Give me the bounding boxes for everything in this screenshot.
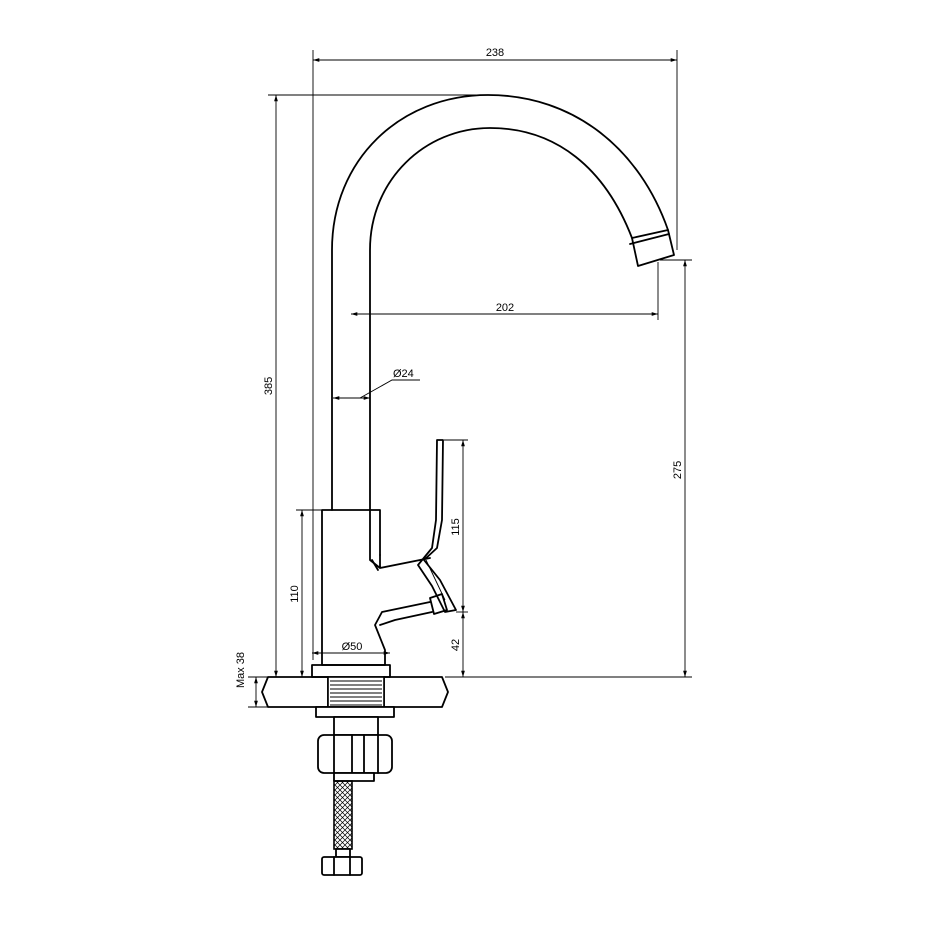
aerator	[631, 229, 675, 267]
countertop	[261, 676, 449, 708]
hose-end-nut	[321, 856, 363, 876]
upper-arm	[369, 509, 431, 569]
body	[321, 509, 381, 666]
lever-handle	[417, 439, 457, 613]
label-handle-height: 115	[450, 518, 462, 536]
label-outlet-height: 275	[672, 461, 684, 479]
countertop-right	[383, 676, 449, 708]
label-overall-height: 385	[263, 377, 275, 395]
label-max-counter-thickness: Max 38	[235, 652, 247, 688]
mounting-hardware	[315, 706, 395, 876]
label-overall-width: 238	[486, 47, 504, 59]
countertop-left	[261, 676, 329, 708]
dimension-labels: 238 202 Ø24 385 275 115 42 110 Ø50 Max 3…	[235, 47, 684, 688]
base-collar	[311, 664, 391, 678]
label-base-diameter: Ø50	[342, 641, 363, 653]
mounting-nut	[317, 734, 393, 774]
lower-arm	[374, 601, 431, 666]
label-spout-reach: 202	[496, 302, 514, 314]
threaded-shank	[327, 676, 385, 708]
dim-leader-d24	[359, 379, 420, 399]
label-lever-base-height: 42	[450, 639, 462, 651]
label-spout-diameter: Ø24	[393, 368, 414, 380]
shank-threads	[330, 680, 382, 706]
shank-lower	[333, 716, 379, 736]
spout-inner	[369, 127, 633, 511]
faucet-outline	[311, 94, 675, 678]
washer	[315, 706, 395, 718]
label-body-height: 110	[289, 585, 301, 603]
braided-hose	[333, 780, 353, 850]
dimension-lines	[248, 50, 692, 708]
